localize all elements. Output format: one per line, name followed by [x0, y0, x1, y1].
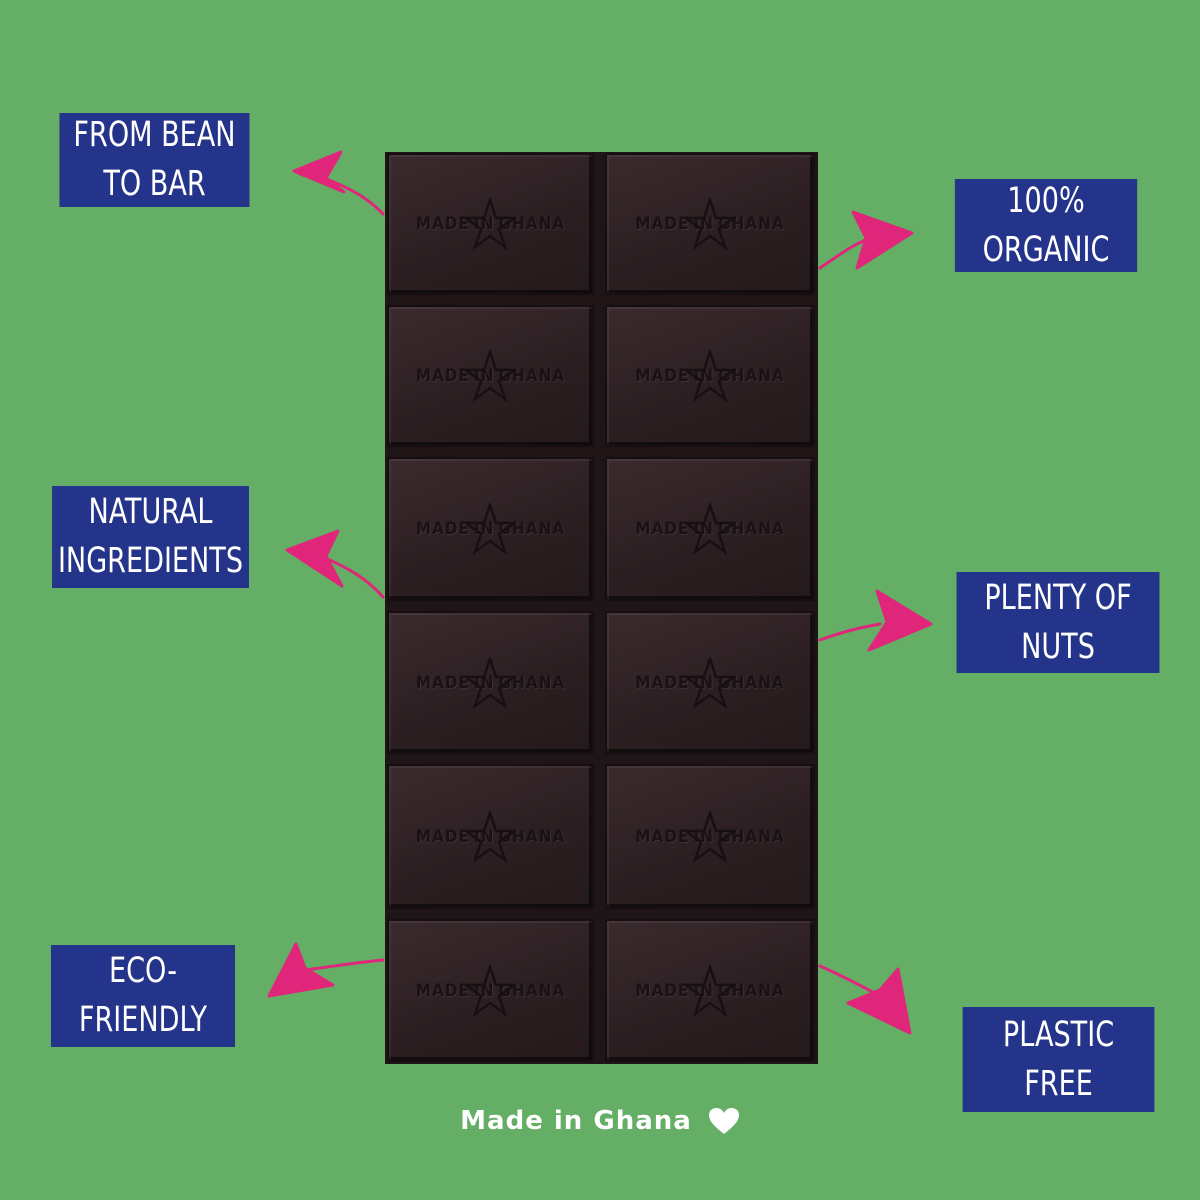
emboss-text-made: MADE	[635, 672, 690, 693]
label-line-2: NUTS	[1021, 626, 1095, 667]
emboss-text-made: MADE	[635, 980, 690, 1001]
heart-icon	[708, 1107, 740, 1142]
star-icon	[683, 503, 736, 555]
arrow-icon	[292, 150, 385, 216]
star-icon	[464, 656, 517, 709]
arrow-icon	[285, 529, 385, 599]
star-icon	[464, 503, 517, 555]
feature-label-from-bean-to-bar: FROM BEAN TO BAR	[59, 113, 250, 207]
label-line-1: PLENTY OF	[984, 577, 1132, 618]
feature-label-organic: 100% ORGANIC	[954, 179, 1138, 272]
footer-text: Made in Ghana	[460, 1106, 692, 1136]
footer-caption: Made in Ghana	[0, 1106, 1200, 1142]
emboss-text-made: MADE	[635, 366, 690, 386]
feature-label-plastic-free: PLASTIC FREE	[962, 1007, 1155, 1112]
star-icon	[683, 350, 736, 402]
label-line-2: TO BAR	[103, 164, 206, 204]
star-icon	[683, 810, 736, 863]
emboss-text-made: MADE	[415, 366, 470, 386]
arrow-icon	[818, 210, 914, 270]
label-line-1: PLASTIC	[1002, 1014, 1115, 1055]
arrow-icon	[818, 964, 912, 1035]
arrow-icon	[267, 942, 385, 998]
feature-label-eco-friendly: ECO- FRIENDLY	[50, 945, 236, 1047]
star-icon	[683, 656, 736, 709]
star-icon	[464, 350, 517, 402]
label-line-2: FREE	[1024, 1063, 1093, 1104]
label-line-1: ECO-	[109, 951, 177, 991]
emboss-text-made: MADE	[415, 980, 470, 1001]
label-line-2: ORGANIC	[982, 229, 1110, 270]
emboss-text-made: MADE	[415, 672, 470, 693]
emboss-text-made: MADE	[635, 519, 690, 539]
star-icon	[464, 810, 517, 863]
emboss-text-made: MADE	[415, 519, 470, 539]
label-line-1: FROM BEAN	[73, 115, 236, 155]
feature-label-natural-ingredients: NATURAL INGREDIENTS	[52, 486, 249, 588]
emboss-text-made: MADE	[635, 826, 690, 847]
star-icon	[683, 198, 736, 250]
emboss-text-made: MADE	[415, 826, 470, 847]
emboss-text-made: MADE	[635, 214, 690, 234]
label-line-1: 100%	[1007, 180, 1085, 221]
label-line-2: FRIENDLY	[78, 1000, 208, 1040]
star-icon	[464, 964, 517, 1017]
arrow-icon	[818, 589, 933, 652]
star-icon	[464, 198, 517, 250]
star-icon	[683, 964, 736, 1017]
emboss-text-made: MADE	[415, 214, 470, 234]
feature-label-plenty-of-nuts: PLENTY OF NUTS	[956, 572, 1160, 673]
label-line-1: NATURAL	[88, 492, 213, 532]
label-line-2: INGREDIENTS	[57, 541, 244, 581]
